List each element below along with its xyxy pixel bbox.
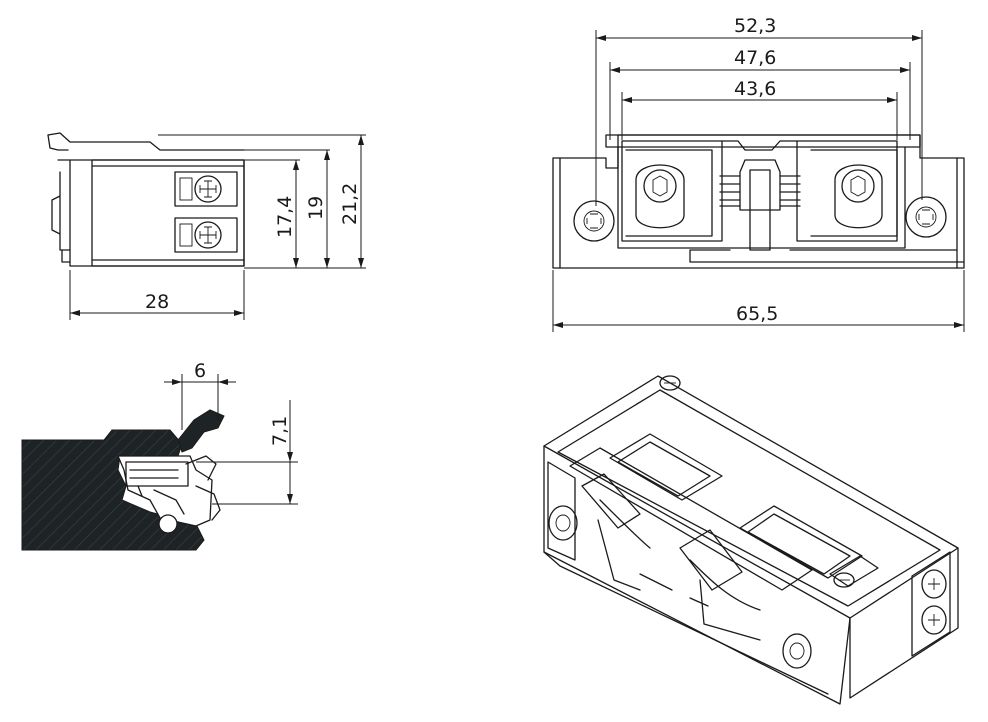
dim-depth-label: 7,1 xyxy=(269,416,291,446)
dim-h3-label: 21,2 xyxy=(339,183,361,225)
screw-icon xyxy=(921,605,947,635)
dim-total-label: 65,5 xyxy=(736,303,778,325)
screw-icon xyxy=(921,569,947,599)
screw-icon xyxy=(659,375,681,391)
mounting-hole-icon xyxy=(573,200,615,242)
screw-icon xyxy=(194,221,222,249)
torx-screw-icon xyxy=(841,169,875,203)
dim-top3-label: 43,6 xyxy=(734,78,776,100)
screw-icon xyxy=(194,175,222,203)
side-view: 28 17,4 19 21,2 xyxy=(47,132,366,320)
mounting-hole-icon xyxy=(782,633,812,669)
section-view: 6 7,1 xyxy=(21,360,298,551)
dim-top1-label: 52,3 xyxy=(734,15,776,37)
torx-screw-icon xyxy=(643,169,677,203)
isometric-view xyxy=(543,375,959,705)
dim-h2-label: 19 xyxy=(305,196,327,220)
mounting-hole-icon xyxy=(905,196,947,238)
dim-offset-label: 6 xyxy=(194,360,206,382)
mounting-hole-icon xyxy=(548,505,578,541)
dim-h1-label: 17,4 xyxy=(274,196,296,238)
dim-top2-label: 47,6 xyxy=(734,47,776,69)
front-view: 65,5 52,3 47,6 43,6 xyxy=(552,15,965,332)
dim-width-label: 28 xyxy=(145,291,169,313)
